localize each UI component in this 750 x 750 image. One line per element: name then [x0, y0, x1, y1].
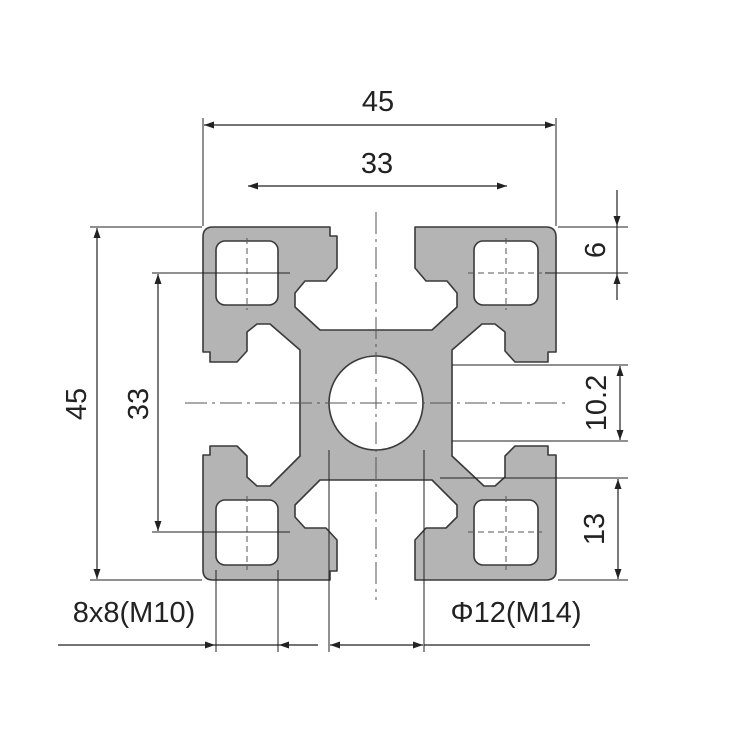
center-lines: [185, 212, 565, 600]
label-center-zone: 10.2: [581, 375, 613, 431]
label-slot-depth: 6: [580, 242, 612, 258]
extension-lines: [90, 118, 628, 652]
label-overall-height: 45: [61, 388, 93, 420]
label-overall-width: 45: [362, 86, 394, 118]
label-center-hole: Φ12(M14): [450, 597, 581, 629]
label-lower-zone: 13: [579, 513, 611, 545]
dimension-lines: [58, 121, 624, 649]
label-corner-hole: 8x8(M10): [73, 597, 196, 629]
label-pitch-horizontal: 33: [361, 148, 393, 180]
label-pitch-vertical: 33: [123, 388, 155, 420]
dimension-labels: 45 33 45 33 6 10.2 13 8x8(M10) Φ12(M14): [61, 86, 613, 629]
